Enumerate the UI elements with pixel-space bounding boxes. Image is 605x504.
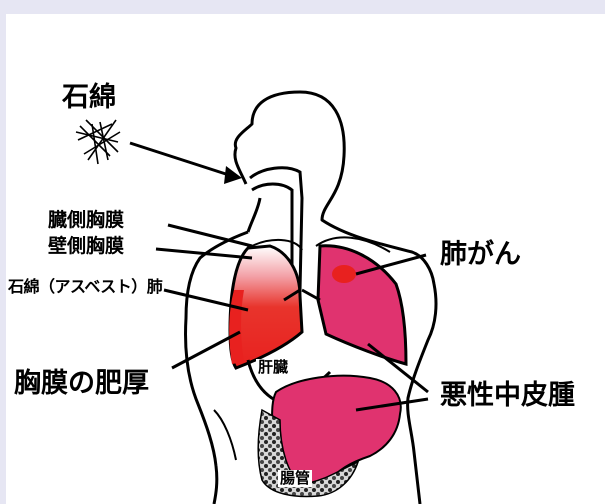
label-asbestos: 石綿: [62, 84, 116, 111]
label-mesothelioma: 悪性中皮腫: [440, 382, 575, 409]
label-lung-cancer: 肺がん: [440, 241, 521, 268]
label-liver: 肝臓: [256, 359, 290, 376]
arm-line: [214, 410, 236, 460]
label-asbestos-lung: 石綿（アスベスト）肺: [8, 279, 162, 295]
label-visceral-pleura: 臓側胸膜: [48, 211, 124, 230]
neck-line: [248, 198, 260, 232]
lung-tumor: [332, 265, 356, 283]
label-pleural-thickening: 胸膜の肥厚: [14, 370, 149, 397]
label-intestine: 腸管: [278, 470, 312, 487]
label-parietal-pleura: 壁側胸膜: [48, 237, 124, 256]
asbestos-fibers-icon: [76, 120, 120, 164]
